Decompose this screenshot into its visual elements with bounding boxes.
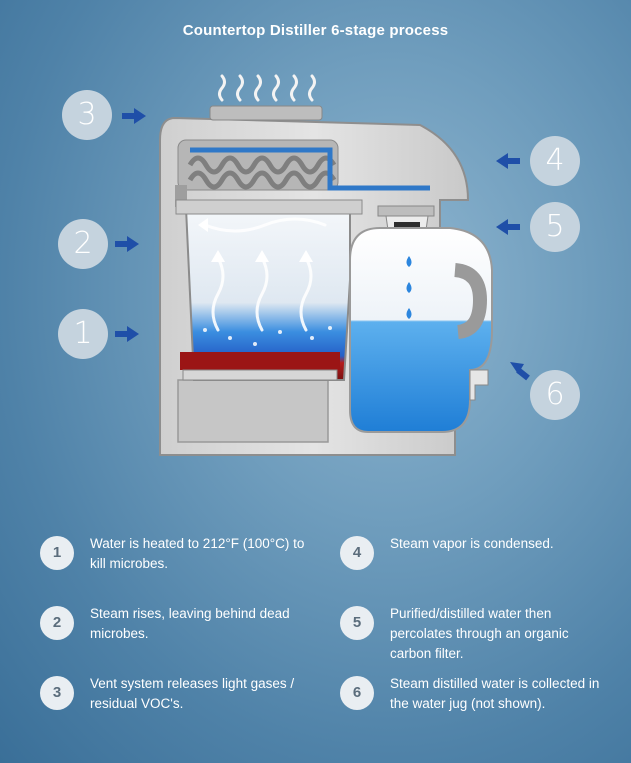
step-text: Steam distilled water is collected in th… [390,676,600,711]
left-arrow-icon [496,153,520,169]
step-text: Water is heated to 212°F (100°C) to kill… [90,536,305,571]
step-number: 4 [340,536,374,570]
step-3: 3 Vent system releases light gases / res… [40,674,320,714]
step-6: 6 Steam distilled water is collected in … [340,674,610,714]
water-drop-icon [406,256,412,319]
steam-icon [218,74,316,102]
step-text: Steam vapor is condensed. [390,536,554,551]
step-text: Purified/distilled water then percolates… [390,606,569,661]
right-arrow-icon [115,326,139,342]
step-4: 4 Steam vapor is condensed. [340,534,610,570]
callout-2: 2 [58,219,108,269]
callout-5: 5 [530,202,580,252]
step-1: 1 Water is heated to 212°F (100°C) to ki… [40,534,320,574]
arrow-up-left-icon [510,362,530,381]
step-number: 5 [340,606,374,640]
condenser-coil [175,139,430,207]
right-arrow-icon [122,108,146,124]
step-5: 5 Purified/distilled water then percolat… [340,604,610,664]
right-arrow-icon [115,236,139,252]
page-title: Countertop Distiller 6-stage process [182,22,449,39]
boiler-chamber [175,199,363,381]
left-arrow-icon [496,219,520,235]
step-text: Steam rises, leaving behind dead microbe… [90,606,290,641]
callout-1: 1 [58,309,108,359]
step-text: Vent system releases light gases / resid… [90,676,295,711]
callout-3: 3 [62,90,112,140]
step-2: 2 Steam rises, leaving behind dead micro… [40,604,320,644]
step-number: 3 [40,676,74,710]
distiller-illustration [115,74,530,456]
water-jug [349,227,493,433]
step-number: 2 [40,606,74,640]
callout-4: 4 [530,136,580,186]
callout-6: 6 [530,370,580,420]
step-number: 1 [40,536,74,570]
step-number: 6 [340,676,374,710]
